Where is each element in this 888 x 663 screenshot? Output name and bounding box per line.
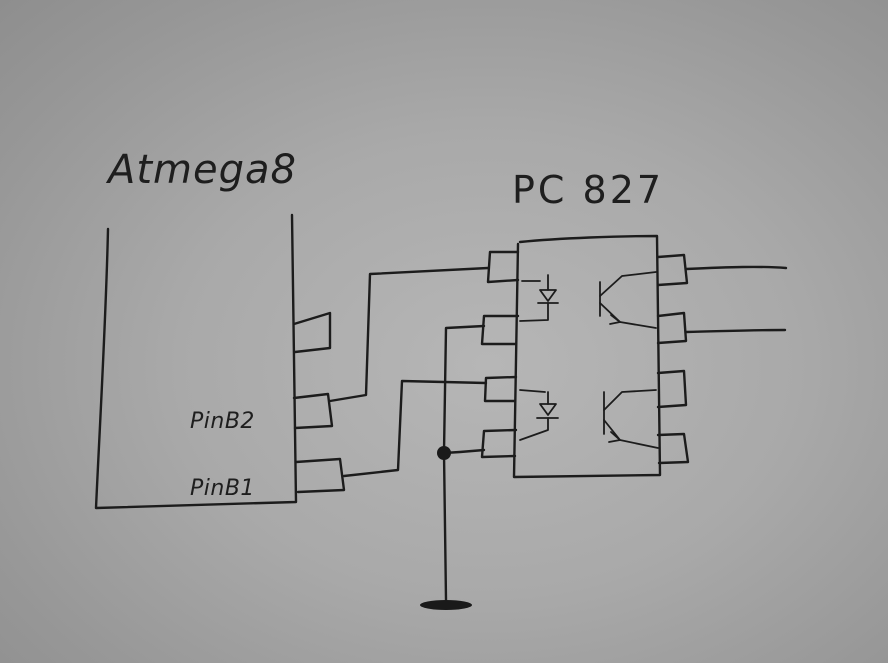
ground-symbol xyxy=(420,600,472,610)
optocoupler-body xyxy=(512,234,662,479)
opto-pin-1 xyxy=(486,250,520,284)
phototransistor-channel-2 xyxy=(603,389,659,449)
mcu-pin-b2 xyxy=(292,392,334,430)
junction-dot xyxy=(437,446,451,460)
wire-led1-cathode-to-ground xyxy=(442,324,486,454)
optocoupler-name: PC 827 xyxy=(512,168,664,212)
mcu-pin-unused xyxy=(292,311,332,354)
wire-junction-to-ground xyxy=(442,451,448,602)
opto-pin-7 xyxy=(656,311,688,345)
opto-pin-3 xyxy=(483,375,518,403)
opto-pin-6 xyxy=(656,369,688,409)
wire-pinb2-to-led1-anode xyxy=(328,266,490,403)
opto-pin-4 xyxy=(480,428,518,459)
opto-pin-8 xyxy=(656,253,689,287)
pin-label-b1: PinB1 xyxy=(190,476,255,501)
output-line-top xyxy=(684,265,788,271)
opto-pin-5 xyxy=(656,432,690,465)
phototransistor-channel-1 xyxy=(599,271,657,329)
microcontroller-body xyxy=(94,213,298,510)
led-channel-1 xyxy=(519,274,559,322)
microcontroller-name: Atmega8 xyxy=(105,147,297,193)
opto-pin-2 xyxy=(480,314,520,346)
led-channel-2 xyxy=(519,389,559,441)
pin-label-b2: PinB2 xyxy=(190,409,255,434)
output-line-bottom xyxy=(684,328,787,334)
mcu-pin-b1 xyxy=(294,457,346,494)
